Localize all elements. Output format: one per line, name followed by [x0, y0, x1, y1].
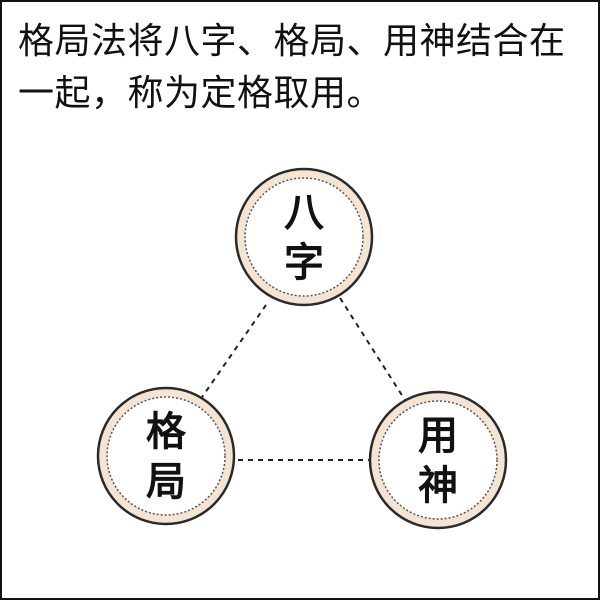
node-bazi-char-1: 八 — [284, 190, 325, 236]
node-bazi-inner — [244, 177, 364, 297]
connector-top-right — [339, 297, 406, 401]
node-geju-char-1: 格 — [146, 409, 187, 455]
node-bazi-char-2: 字 — [284, 240, 324, 286]
node-yongshen-inner — [378, 400, 498, 520]
node-yongshen-char-2: 神 — [418, 463, 458, 509]
node-bazi: 八 字 — [234, 167, 374, 307]
node-geju: 格 局 — [96, 386, 236, 526]
caption-text: 格局法将八字、格局、用神结合在一起，称为定格取用。 — [18, 21, 566, 114]
node-yongshen-char-1: 用 — [418, 413, 458, 459]
node-geju-char-2: 局 — [146, 459, 186, 505]
node-geju-inner — [106, 396, 226, 516]
node-yongshen: 用 神 — [368, 390, 508, 530]
connector-top-left — [199, 304, 267, 401]
